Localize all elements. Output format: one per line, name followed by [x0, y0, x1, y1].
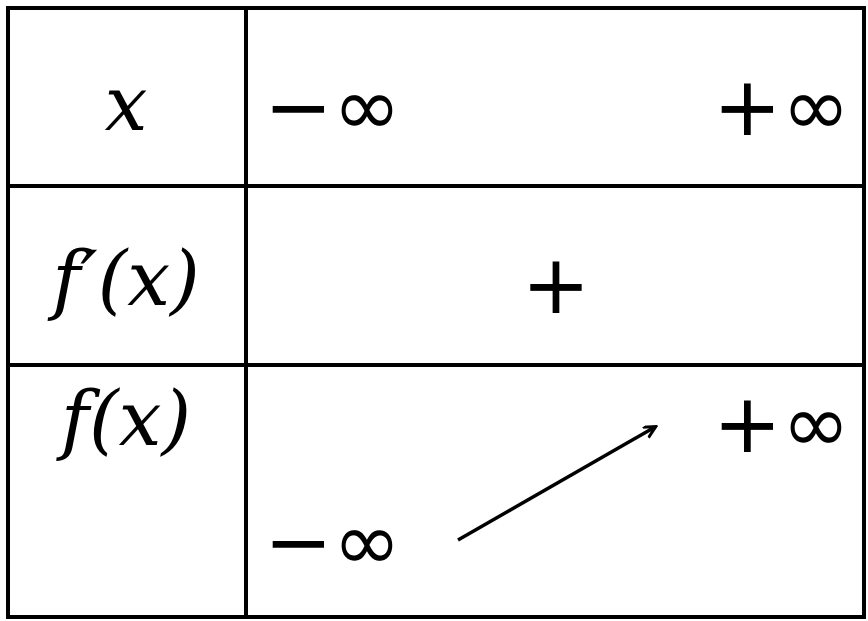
x-left-value: −∞ [264, 60, 401, 155]
variation-start: −∞ [264, 495, 401, 590]
table-border [6, 6, 866, 619]
variation-end: +∞ [713, 377, 850, 472]
derivative-sign: + [522, 238, 591, 333]
x-right-value: +∞ [713, 60, 850, 155]
label-f-prime: f′(x) [47, 234, 200, 323]
label-x: x [105, 59, 148, 148]
increasing-arrow [457, 427, 655, 542]
table-grid [6, 6, 866, 619]
label-f: f(x) [56, 374, 191, 463]
